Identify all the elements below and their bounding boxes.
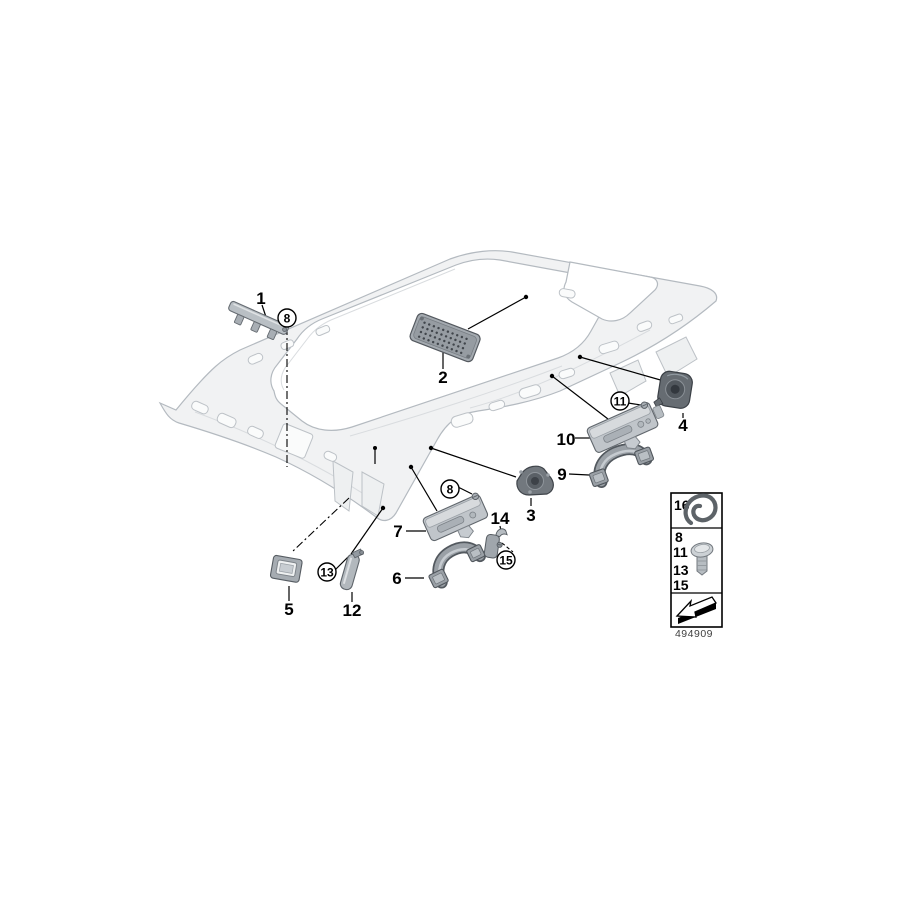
leader-dot (549, 373, 555, 379)
part-7-handle-bracket (422, 492, 489, 542)
leader-line (551, 375, 609, 420)
callout-circled-13[interactable]: 13 (317, 562, 337, 582)
leader-dot (428, 445, 434, 451)
callout-1[interactable]: 1 (256, 289, 265, 308)
direction-of-travel-arrow-icon (675, 596, 717, 624)
part-9-grab-handle (588, 443, 654, 489)
rim-cutouts (191, 288, 684, 462)
screw-icon (496, 541, 503, 548)
screw-icon (282, 327, 287, 332)
callout-7[interactable]: 7 (393, 522, 402, 541)
part-4-speaker-cover (653, 370, 693, 409)
rim-accent-line (280, 268, 456, 391)
callout-5[interactable]: 5 (284, 600, 293, 619)
callout-circled-15-label: 15 (499, 554, 513, 568)
leader-line (430, 447, 517, 478)
callout-4[interactable]: 4 (678, 416, 688, 435)
leader-line (467, 296, 527, 330)
leader-line (350, 507, 384, 555)
leader-line (410, 466, 438, 512)
part-12-trim-clip (339, 548, 364, 591)
screw-icon (640, 401, 649, 409)
callout-9[interactable]: 9 (557, 465, 566, 484)
leader-dot (380, 505, 386, 511)
part-14-bracket (483, 528, 508, 559)
grille-perforations (417, 321, 473, 356)
velcro-strap-icon (683, 493, 718, 526)
callout-10[interactable]: 10 (557, 430, 576, 449)
callout-circled-15[interactable]: 15 (496, 550, 516, 570)
callout-circled-8-a[interactable]: 8 (277, 308, 297, 328)
legend-number-15: 15 (673, 577, 689, 593)
legend-number-13: 13 (673, 562, 689, 578)
callout-2[interactable]: 2 (438, 368, 447, 387)
part-2-speaker-grille (409, 312, 481, 363)
screw-icon (359, 550, 364, 555)
legend-number-8: 8 (675, 529, 683, 545)
pillar-trim (609, 359, 647, 397)
diagram-number: 494909 (675, 628, 713, 640)
part-5-frame (269, 554, 303, 583)
callout-circled-11[interactable]: 11 (610, 391, 630, 411)
part-10-handle-bracket (586, 401, 665, 453)
part-3-speaker-cover (516, 465, 554, 496)
callout-12[interactable]: 12 (343, 601, 362, 620)
leader-dot (523, 294, 529, 300)
screw-icon (419, 316, 424, 321)
callout-circled-11-label: 11 (614, 395, 627, 409)
callouts: 1 2 3 4 5 6 7 9 10 12 14 8 8 11 13 15 (256, 289, 688, 620)
centerline-leader (292, 497, 350, 552)
pillar-trim (655, 336, 698, 378)
leader-dot (577, 354, 583, 360)
legend-box: 16 8 11 13 15 (670, 492, 723, 628)
leader-dot (373, 446, 377, 450)
callout-circled-13-label: 13 (320, 566, 334, 580)
part-6-grab-handle (428, 541, 486, 589)
callout-3[interactable]: 3 (526, 506, 535, 525)
leader-lines (261, 294, 684, 602)
leader-dot (408, 464, 414, 470)
legend-number-11: 11 (673, 544, 688, 560)
callout-circled-8-b-label: 8 (447, 483, 454, 497)
leader-line (579, 356, 665, 382)
callout-circled-8-b[interactable]: 8 (440, 479, 460, 499)
expanding-rivet-icon (690, 542, 714, 576)
rim-accent-line (349, 365, 563, 437)
part-1-mounting-rail (228, 300, 289, 340)
screw-icon (471, 492, 480, 501)
callout-14[interactable]: 14 (491, 509, 510, 528)
callout-circled-8-a-label: 8 (284, 312, 291, 326)
callout-6[interactable]: 6 (392, 569, 401, 588)
screw-icon (466, 354, 471, 359)
